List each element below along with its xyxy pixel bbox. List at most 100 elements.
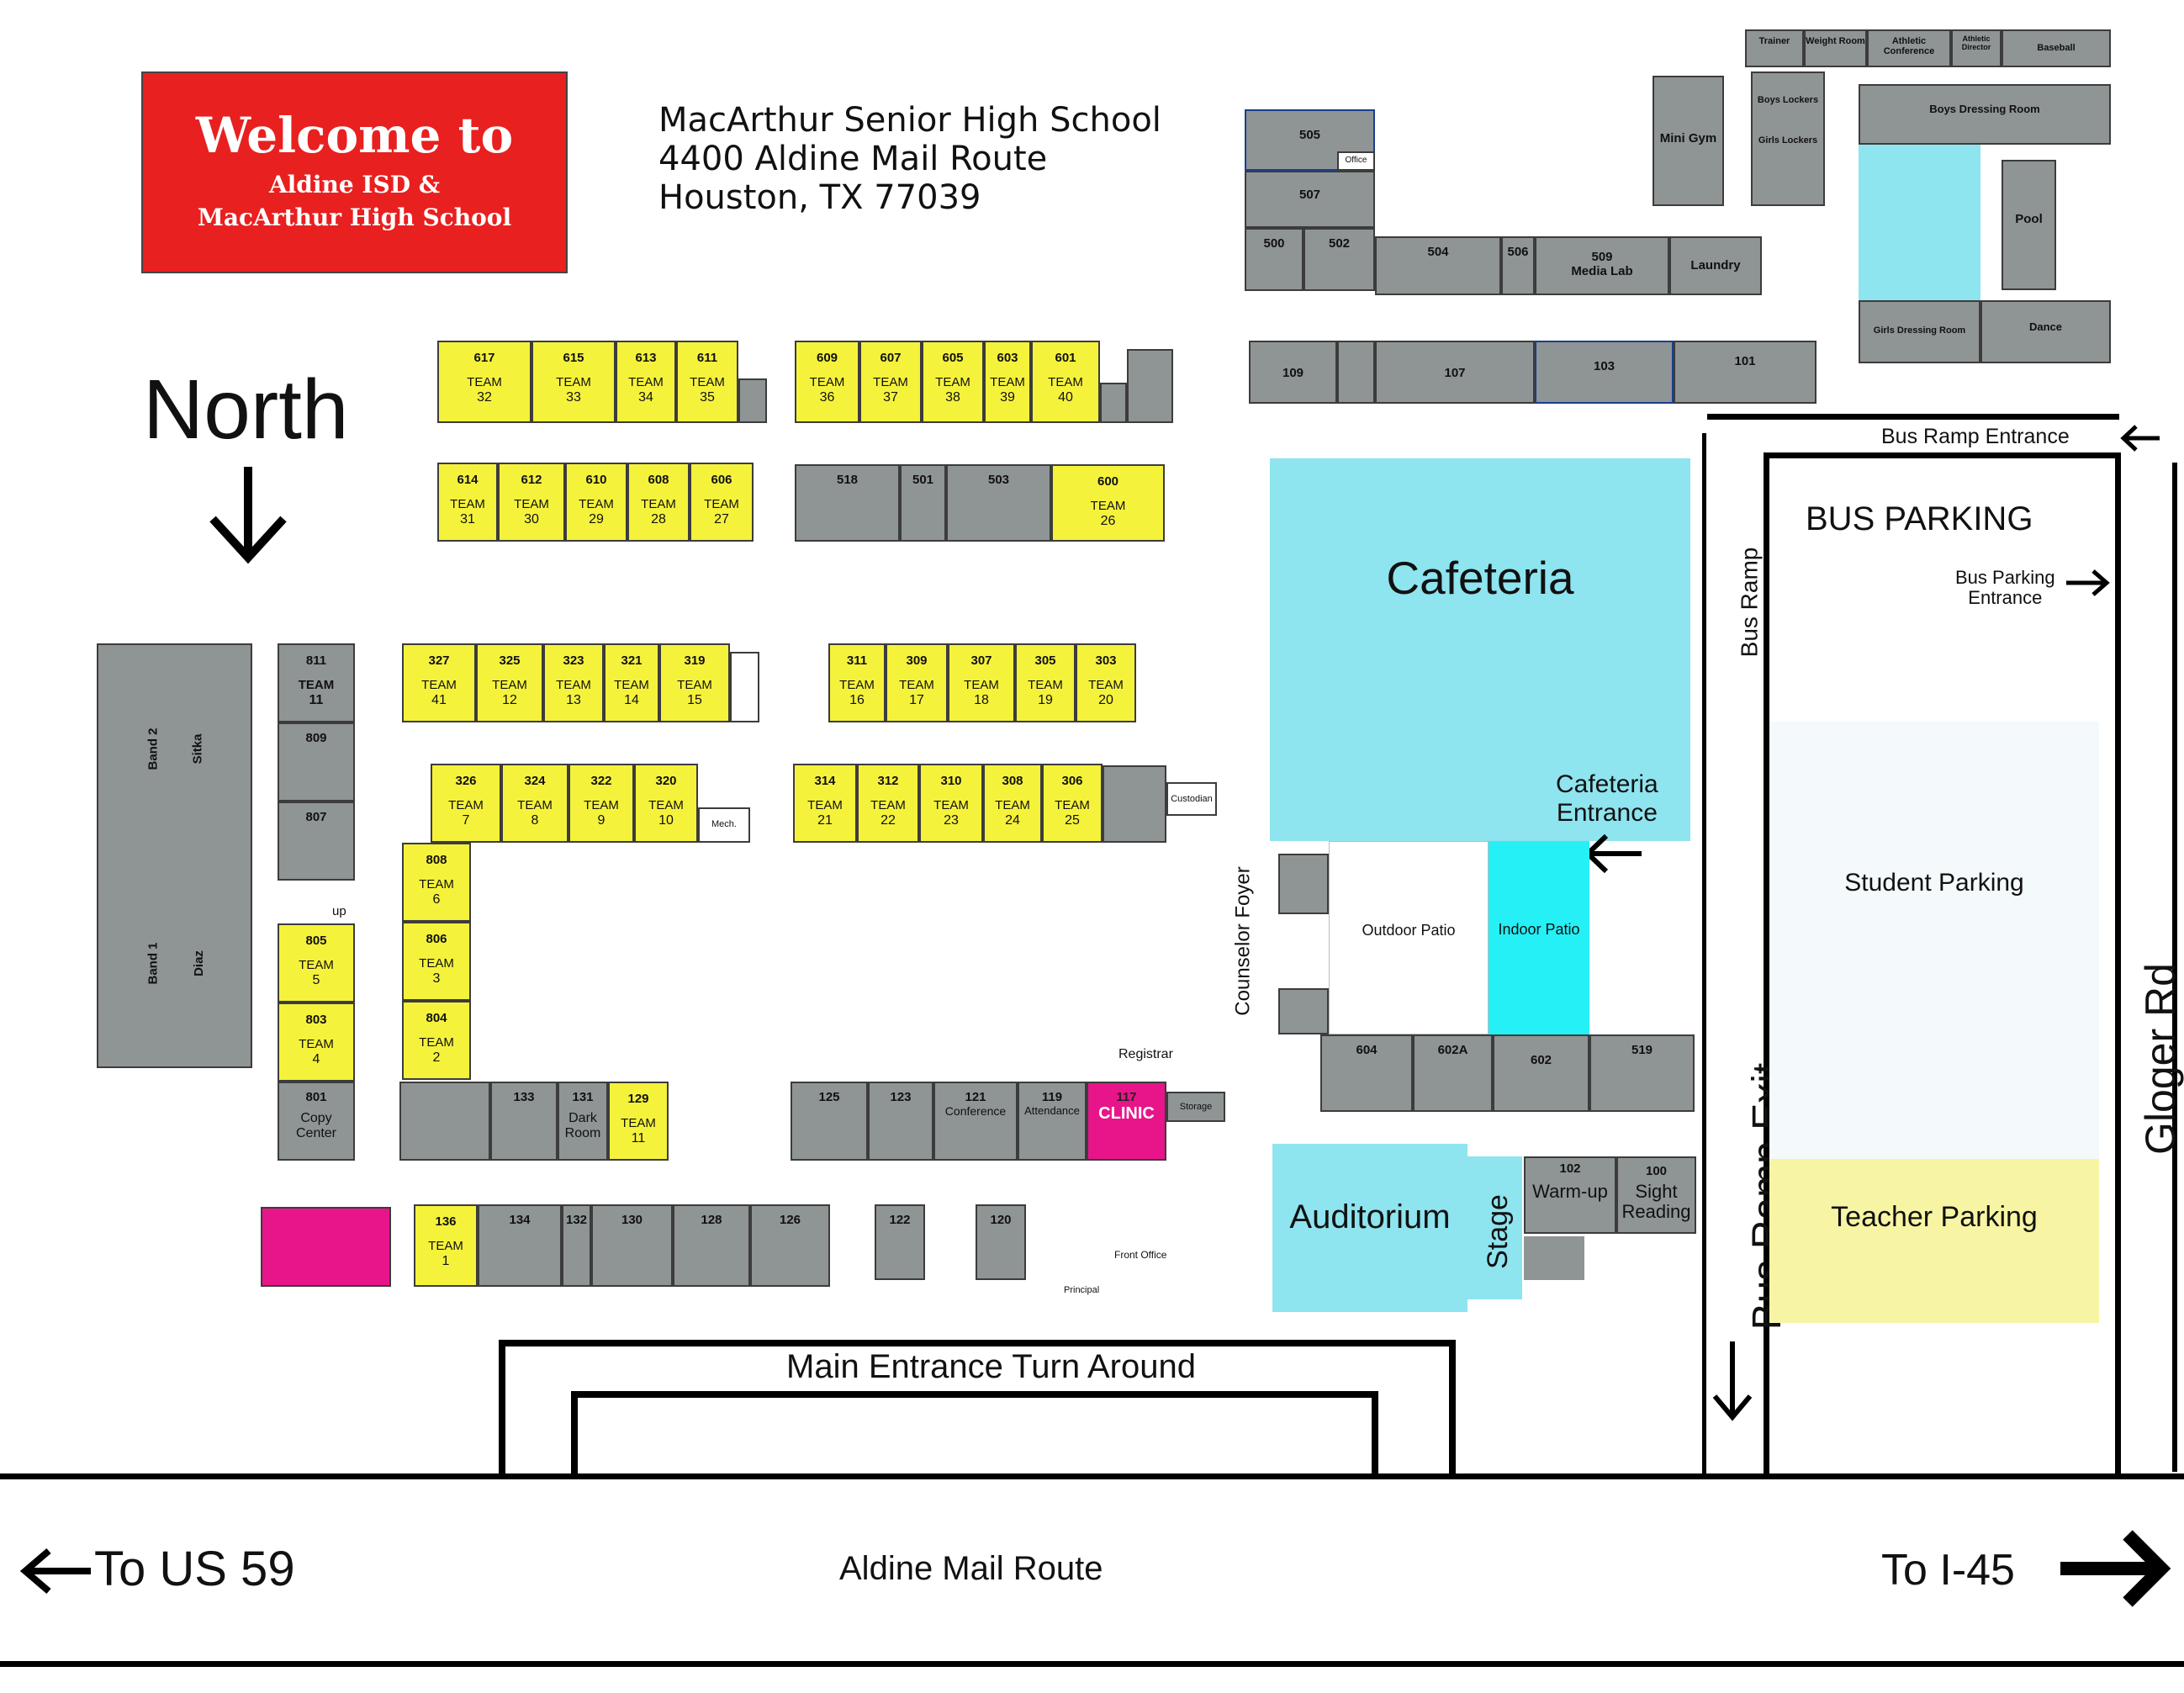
counselor-foyer-label: Counselor Foyer <box>1231 866 1255 1016</box>
bus-parking-top-line <box>1764 452 2121 458</box>
bus-parking-entrance-arrow-icon <box>2066 569 2110 596</box>
ss-wr-6 <box>1127 349 1173 423</box>
mw-faculty <box>1337 341 1375 404</box>
athletic-conference: Athletic Conference <box>1867 29 1951 67</box>
bus-ramp-entrance-label: Bus Ramp Entrance <box>1881 425 2070 448</box>
to-us59-label: To US 59 <box>94 1542 295 1596</box>
bus-parking-east-line <box>2115 452 2121 1479</box>
bus-ramp-west-line <box>1702 433 1706 1476</box>
north-arrow-icon <box>209 467 287 564</box>
teacher-parking[interactable]: Teacher Parking <box>1769 1159 2099 1323</box>
room-507: 506 <box>1501 236 1535 295</box>
welcome-line3: MacArthur High School <box>197 204 512 231</box>
room-500: 109 <box>1249 341 1337 404</box>
storage-1: Storage <box>1166 1092 1225 1122</box>
laundry: Laundry <box>1669 236 1762 295</box>
room-503: 502 <box>1304 228 1375 291</box>
room-128: 128 <box>673 1204 750 1287</box>
weight-room: Weight Room <box>1804 29 1867 67</box>
room-130: 130 <box>591 1204 673 1287</box>
bus-ramp-exit-arrow-icon <box>1712 1341 1753 1421</box>
stage: Stage <box>1467 1156 1522 1299</box>
up-label: up <box>332 904 346 918</box>
athletic-director: Athletic Director <box>1951 29 2002 67</box>
custodian: Custodian <box>1166 782 1217 816</box>
pool-water <box>1859 145 1980 300</box>
school-street: 4400 Aldine Mail Route <box>658 140 1048 178</box>
bus-parking-west-line <box>1764 454 1769 1476</box>
road-name: Aldine Mail Route <box>839 1550 1103 1587</box>
room-502: 107 <box>1375 341 1535 404</box>
girls-dressing-room: Girls Dressing Room <box>1859 300 1980 363</box>
sitka-label: Sitka <box>190 733 205 764</box>
turnaround-label: Main Entrance Turn Around <box>786 1348 1196 1385</box>
auditorium[interactable]: Auditorium <box>1272 1144 1467 1312</box>
turnaround-drive <box>499 1340 1456 1476</box>
restroom-6 <box>1100 383 1127 423</box>
indoor-patio: Indoor Patio <box>1489 841 1589 1034</box>
mech-3: Mech. <box>698 807 750 843</box>
bus-entrance-line <box>1707 414 2119 420</box>
room-807: 807 <box>278 802 355 881</box>
room-501: 500 <box>1245 228 1304 291</box>
band-building: Band 2 Sitka Band 1 Diaz <box>97 643 252 1068</box>
bus-ramp-label: Bus Ramp <box>1736 547 1763 658</box>
welcome-line2: Aldine ISD & <box>268 171 441 198</box>
room-809: 809 <box>278 722 355 802</box>
room-602a: 501 <box>900 464 946 542</box>
room-604: 518 <box>795 464 900 542</box>
room-101: 519 <box>1589 1034 1695 1112</box>
welcome-sign: Welcome to Aldine ISD & MacArthur High S… <box>141 71 568 273</box>
cafeteria[interactable]: Cafeteria <box>1270 458 1690 841</box>
room-132: 132 <box>562 1204 591 1287</box>
mail-lounge <box>399 1082 490 1161</box>
grey-block <box>1524 1236 1584 1280</box>
auditorium-label: Auditorium <box>1289 1198 1451 1235</box>
dance: Dance <box>1980 300 2111 363</box>
bus-parking-label: BUS PARKING <box>1806 500 2033 537</box>
room-504: 103 <box>1535 341 1674 404</box>
gloger-rd-label: Gloger Rd <box>2136 963 2184 1155</box>
cafeteria-label: Cafeteria <box>1386 552 1574 604</box>
gloger-line <box>2172 463 2177 1472</box>
front-office-label: Front Office <box>1114 1249 1167 1261</box>
boys-dressing-room: Boys Dressing Room <box>1859 84 2111 145</box>
baseball: Baseball <box>2002 29 2111 67</box>
storage-3 <box>1103 765 1166 843</box>
road-north-edge <box>0 1473 2184 1479</box>
school-name: MacArthur Senior High School <box>658 101 1161 140</box>
mech-west-2 <box>1278 988 1329 1034</box>
room-133: 133 <box>490 1082 558 1161</box>
school-city: Houston, TX 77039 <box>658 178 981 217</box>
student-parking[interactable]: Student Parking <box>1769 722 2099 1159</box>
room-125: 125 <box>791 1082 868 1161</box>
